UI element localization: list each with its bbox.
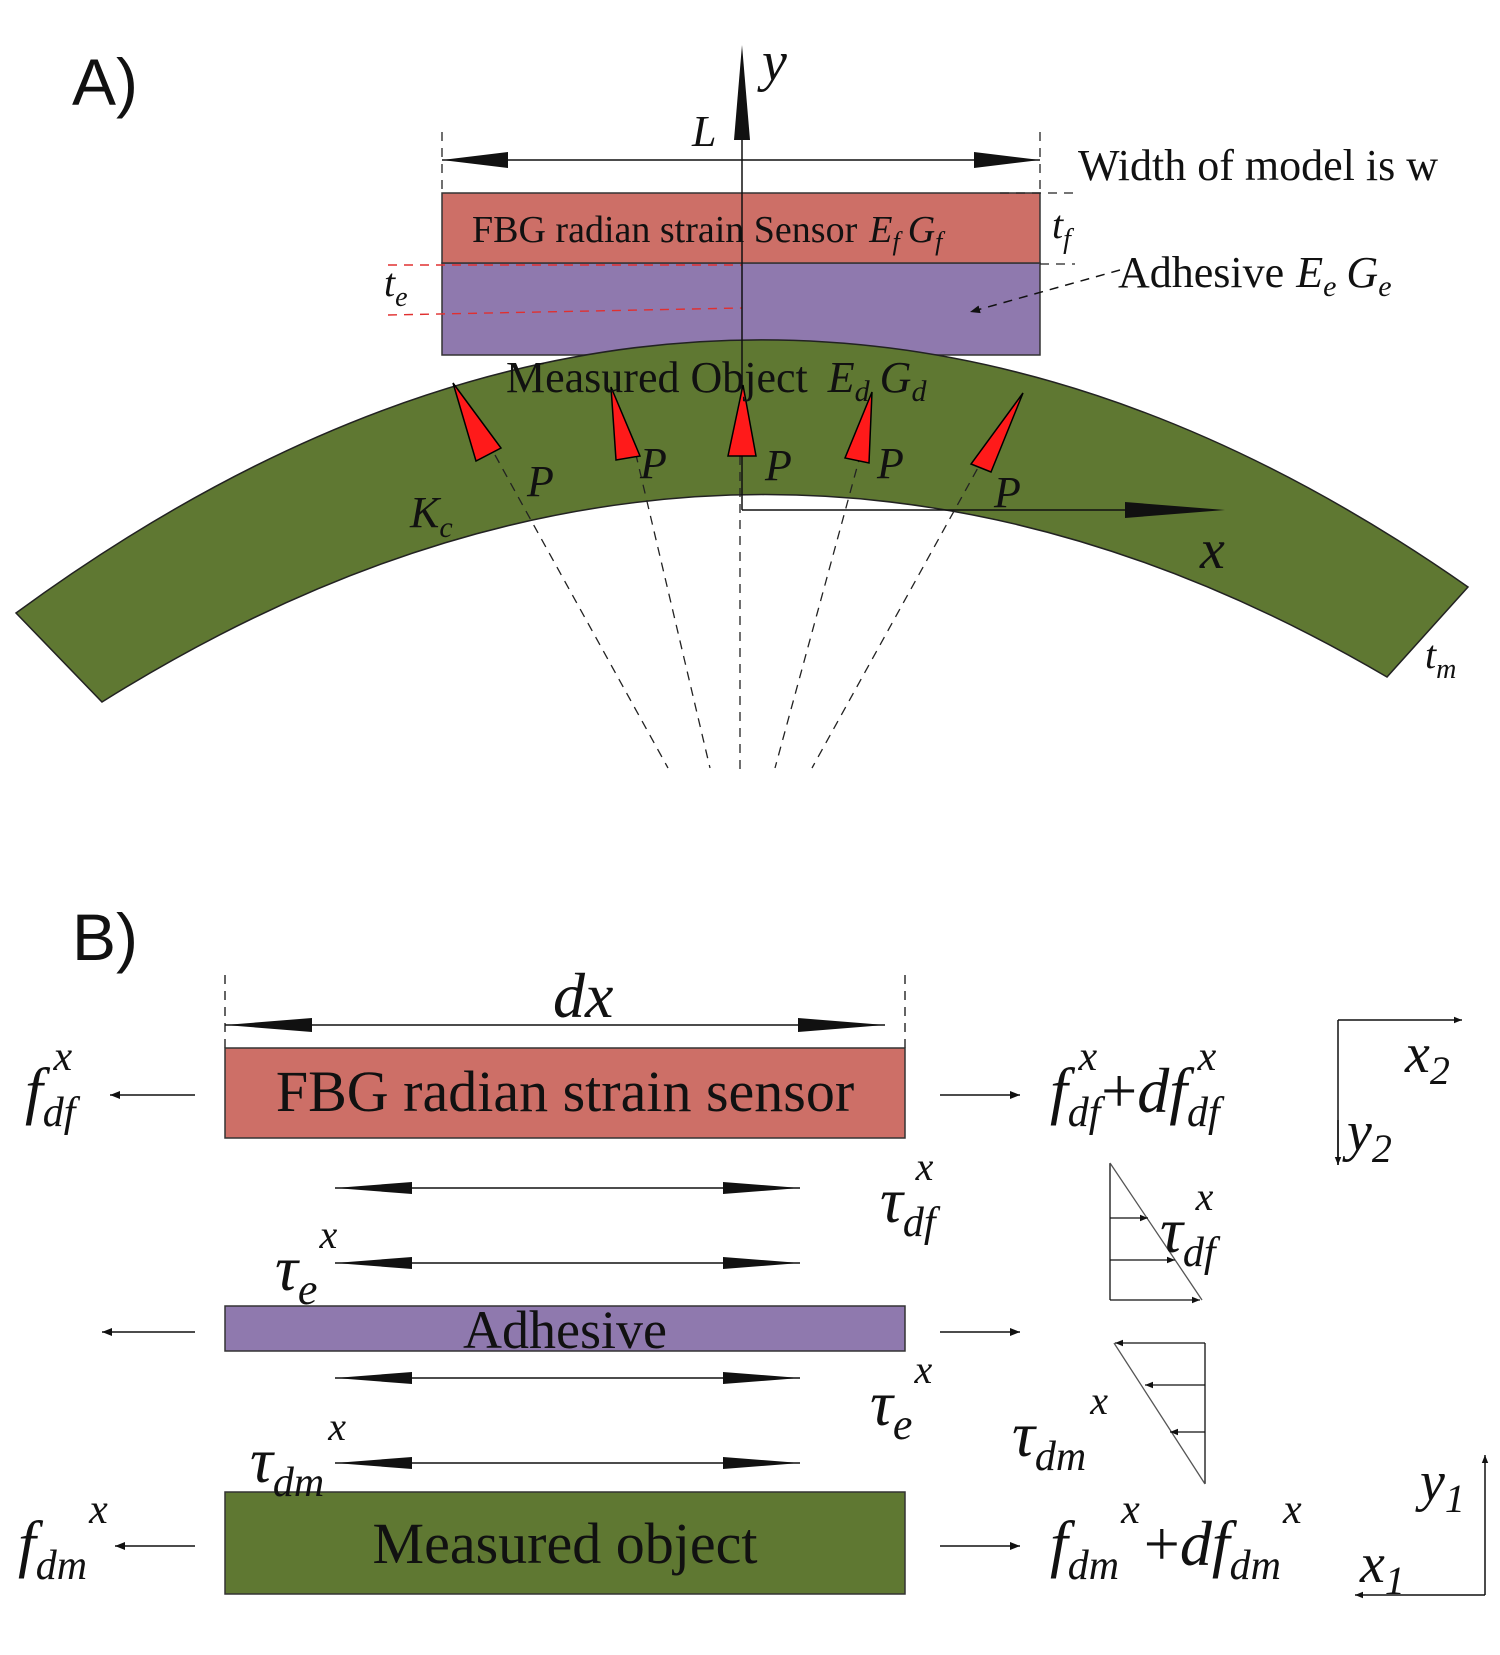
object-block	[224, 1491, 906, 1595]
tau-e-upper-label: τex	[275, 1212, 337, 1314]
tau-df-label: τdfx	[880, 1144, 941, 1246]
object-thickness-label: tm	[1425, 632, 1456, 685]
panel-b: B) dx FBG radian strain sensor Adhesive …	[18, 900, 1489, 1603]
f-dm-left-label: fdmx	[18, 1487, 108, 1589]
pressure-arrow	[610, 386, 642, 461]
adhesive-leader	[969, 269, 1121, 314]
adhesive-thickness-guides	[387, 264, 743, 316]
guide-lines	[441, 132, 1075, 770]
tau-e-lower-label: τex	[870, 1347, 932, 1449]
pressure-arrow	[969, 392, 1024, 473]
panel-a: A)	[14, 31, 1470, 770]
tau-dm-dist-label: τdmx	[1012, 1378, 1108, 1480]
force-arrows	[102, 1091, 1020, 1550]
stiffness-label: Kc	[409, 488, 453, 544]
shear-arrow	[335, 1457, 800, 1469]
frame-y2-label: y2	[1342, 1101, 1392, 1171]
adhesive-block	[224, 1305, 906, 1352]
length-dimension	[442, 152, 1040, 168]
x-axis	[742, 502, 1225, 518]
panel-a-label: A)	[72, 45, 138, 119]
sensor-block	[224, 1047, 906, 1139]
adhesive-block-label: Adhesive	[463, 1300, 667, 1360]
frame-y1-label: y1	[1415, 1451, 1465, 1521]
tau-df-dist-label: τdfx	[1160, 1174, 1221, 1276]
width-note: Width of model is w	[1078, 141, 1438, 190]
pressure-label: P	[876, 439, 904, 488]
frame-x1-label: x1	[1359, 1533, 1405, 1603]
dx-dimension	[224, 975, 906, 1048]
panel-b-label: B)	[72, 900, 138, 974]
frame-x2-label: x2	[1404, 1023, 1450, 1093]
shear-distribution-upper	[1109, 1162, 1203, 1304]
length-label: L	[691, 107, 716, 156]
frame-x1-y1	[1355, 1455, 1489, 1599]
shear-arrow	[335, 1182, 800, 1194]
adhesive-thickness-label: te	[384, 260, 408, 313]
shear-arrows	[335, 1182, 800, 1469]
axis-x-label: x	[1199, 519, 1225, 581]
pressure-arrow	[843, 391, 873, 464]
object-block-label: Measured object	[373, 1511, 758, 1576]
pressure-label: P	[764, 441, 792, 490]
pressure-arrow	[452, 382, 503, 463]
tau-dm-label: τdmx	[250, 1404, 346, 1506]
axis-y-label: y	[757, 31, 787, 93]
sensor-thickness-label: tf	[1052, 202, 1074, 255]
pressure-label: P	[639, 439, 667, 488]
shear-arrow	[335, 1257, 800, 1269]
pressure-arrows	[452, 382, 1024, 473]
f-df-right-label: fdfx+dfdfx	[1050, 1034, 1225, 1136]
pressure-arrow	[727, 384, 757, 457]
f-df-left-label: fdfx	[25, 1034, 81, 1136]
measured-object-arch	[14, 339, 1470, 703]
sensor-layer	[441, 192, 1041, 264]
pressure-label: P	[993, 468, 1021, 517]
dx-label: dx	[553, 960, 613, 1031]
shear-arrow	[335, 1372, 800, 1384]
f-dm-right-label: fdmx+dfdmx	[1050, 1487, 1302, 1589]
pressure-label: P	[526, 457, 554, 506]
frame-x2-y2	[1334, 1016, 1462, 1165]
shear-distribution-lower	[1113, 1339, 1206, 1485]
sensor-block-label: FBG radian strain sensor	[276, 1059, 854, 1124]
